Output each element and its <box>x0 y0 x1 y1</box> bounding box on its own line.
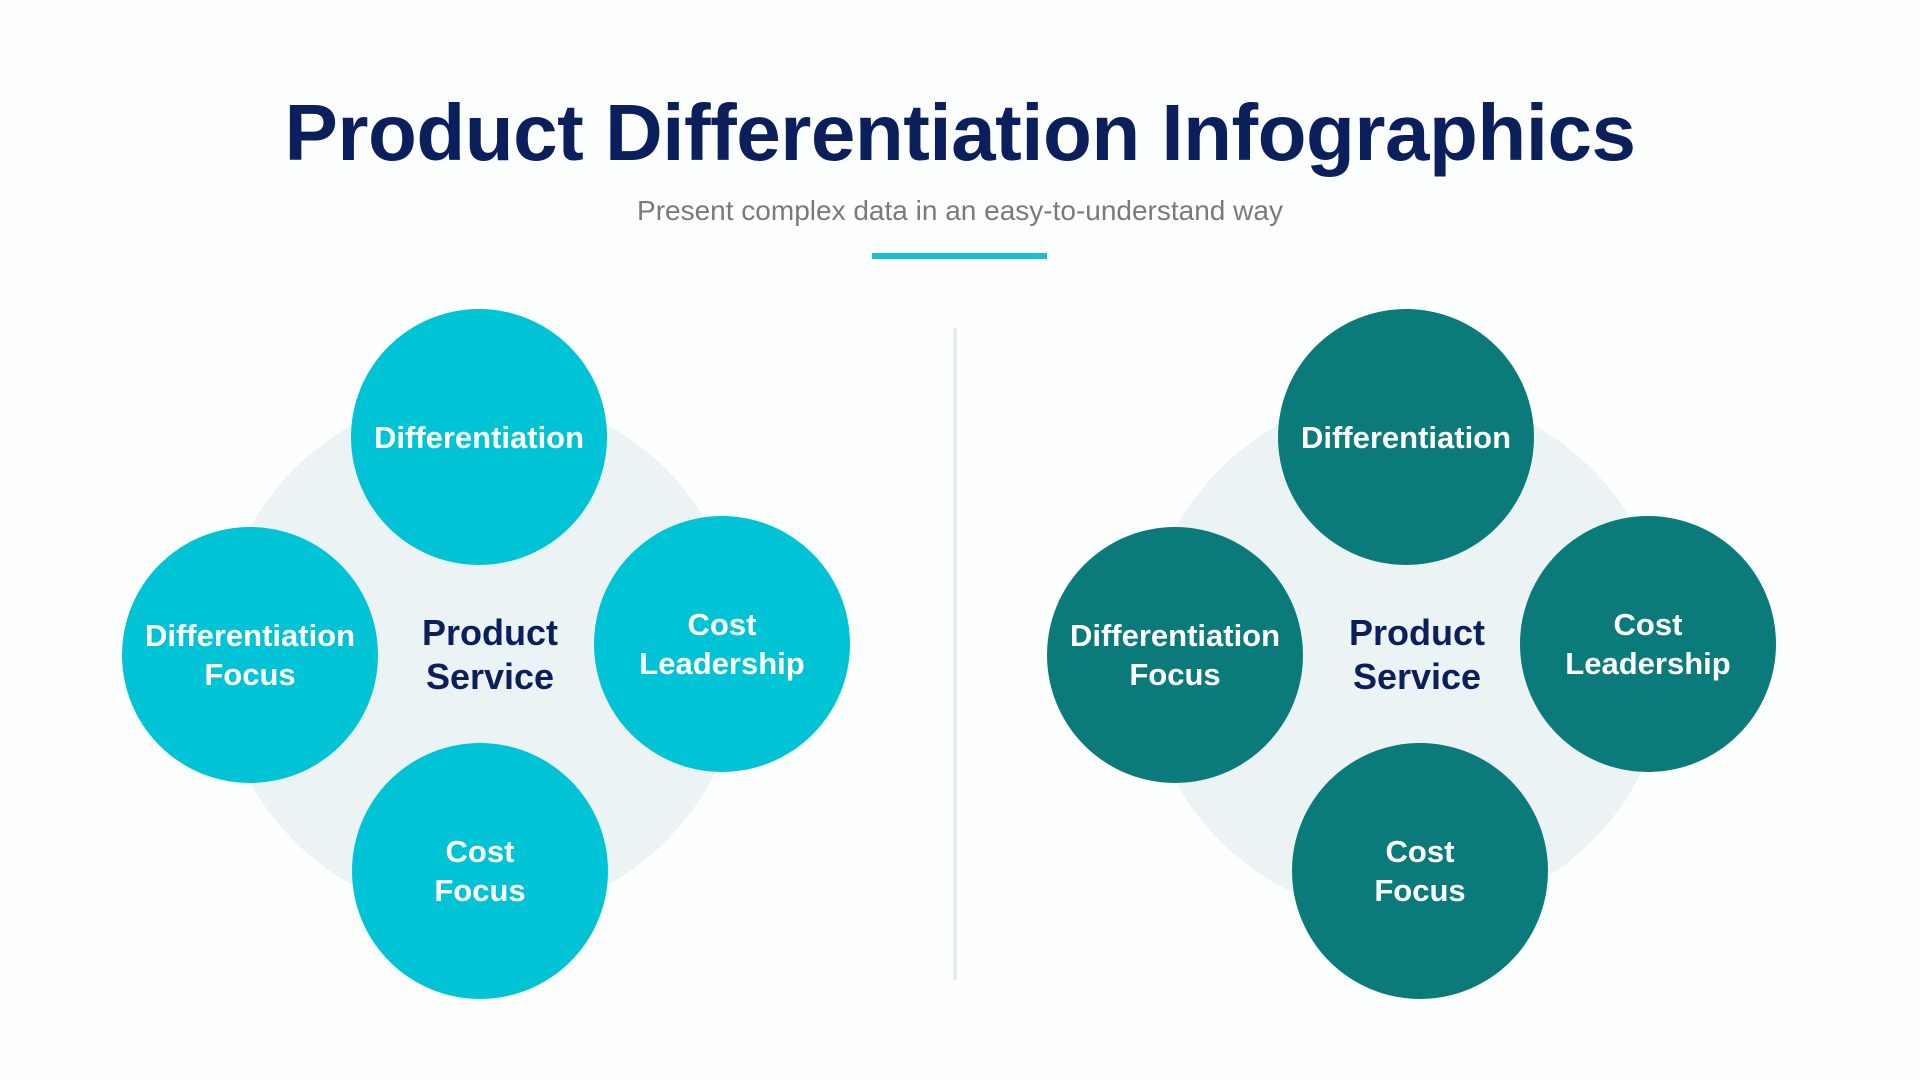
node-label: Leadership <box>1565 646 1731 681</box>
center-label-line: Product <box>1348 612 1485 653</box>
node-label: Focus <box>1129 657 1221 692</box>
node-label: Leadership <box>639 646 805 681</box>
page-title: Product Differentiation Infographics <box>284 88 1636 177</box>
node-label: Focus <box>1374 873 1466 908</box>
node-label: Differentiation <box>144 618 356 653</box>
node-differentiation: Differentiation <box>351 309 607 565</box>
node-label: Cost <box>1385 834 1455 869</box>
node-cost-leadership: Cost Leadership <box>594 516 850 772</box>
node-cost-focus: Cost Focus <box>352 743 608 999</box>
center-label-line: Service <box>1352 656 1482 697</box>
page-subtitle: Present complex data in an easy-to-under… <box>637 195 1283 226</box>
title-accent-line <box>872 253 1047 259</box>
center-label-line: Service <box>425 656 555 697</box>
node-differentiation-focus: Differentiation Focus <box>1047 527 1303 783</box>
node-label: Cost <box>687 607 757 642</box>
node-differentiation: Differentiation <box>1278 309 1534 565</box>
node-cost-leadership: Cost Leadership <box>1520 516 1776 772</box>
node-label: Focus <box>204 657 296 692</box>
node-label: Differentiation <box>1300 419 1512 455</box>
node-label: Cost <box>445 834 515 869</box>
center-label: Product Service <box>1317 605 1517 705</box>
node-label: Cost <box>1613 607 1683 642</box>
node-label: Focus <box>434 873 526 908</box>
center-divider <box>953 328 957 980</box>
node-cost-focus: Cost Focus <box>1292 743 1548 999</box>
node-label: Differentiation <box>373 419 585 455</box>
center-label: Product Service <box>390 605 590 705</box>
node-differentiation-focus: Differentiation Focus <box>122 527 378 783</box>
center-label-line: Product <box>421 612 558 653</box>
node-label: Differentiation <box>1069 618 1281 653</box>
